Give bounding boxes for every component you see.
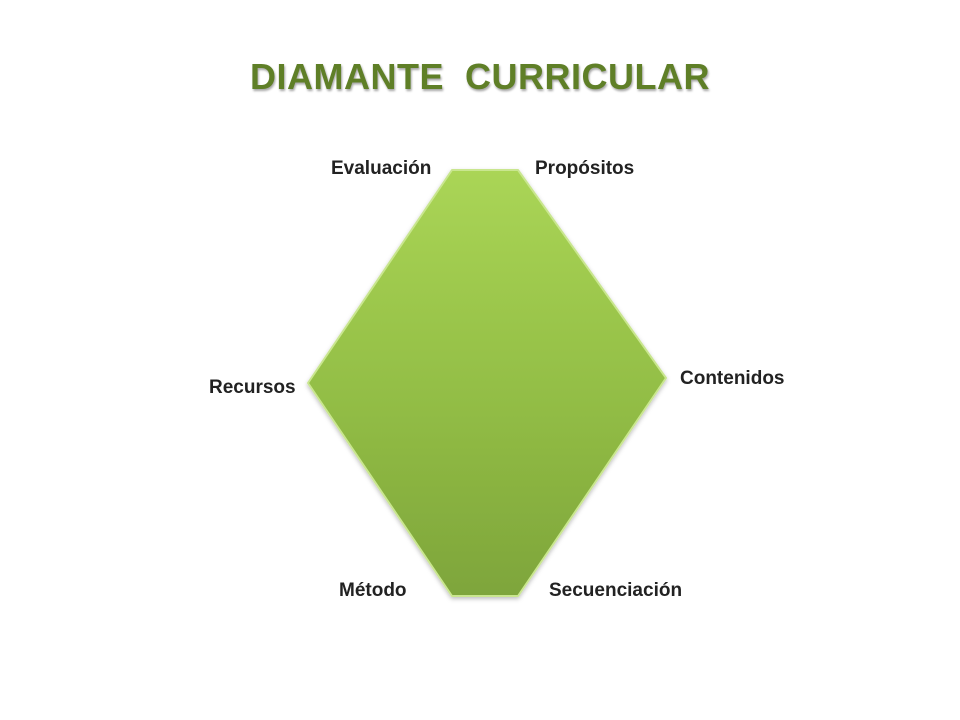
vertex-label-propositos: Propósitos bbox=[535, 158, 635, 179]
vertex-label-secuenciacion: Secuenciación bbox=[549, 580, 683, 601]
vertex-label-metodo: Método bbox=[339, 580, 407, 601]
diagram-title: DIAMANTE CURRICULAR bbox=[250, 56, 710, 97]
curriculum-diamond-shape bbox=[307, 169, 667, 597]
vertex-label-evaluacion: Evaluación bbox=[331, 158, 432, 179]
vertex-label-recursos: Recursos bbox=[209, 377, 296, 398]
vertex-label-contenidos: Contenidos bbox=[680, 368, 785, 389]
